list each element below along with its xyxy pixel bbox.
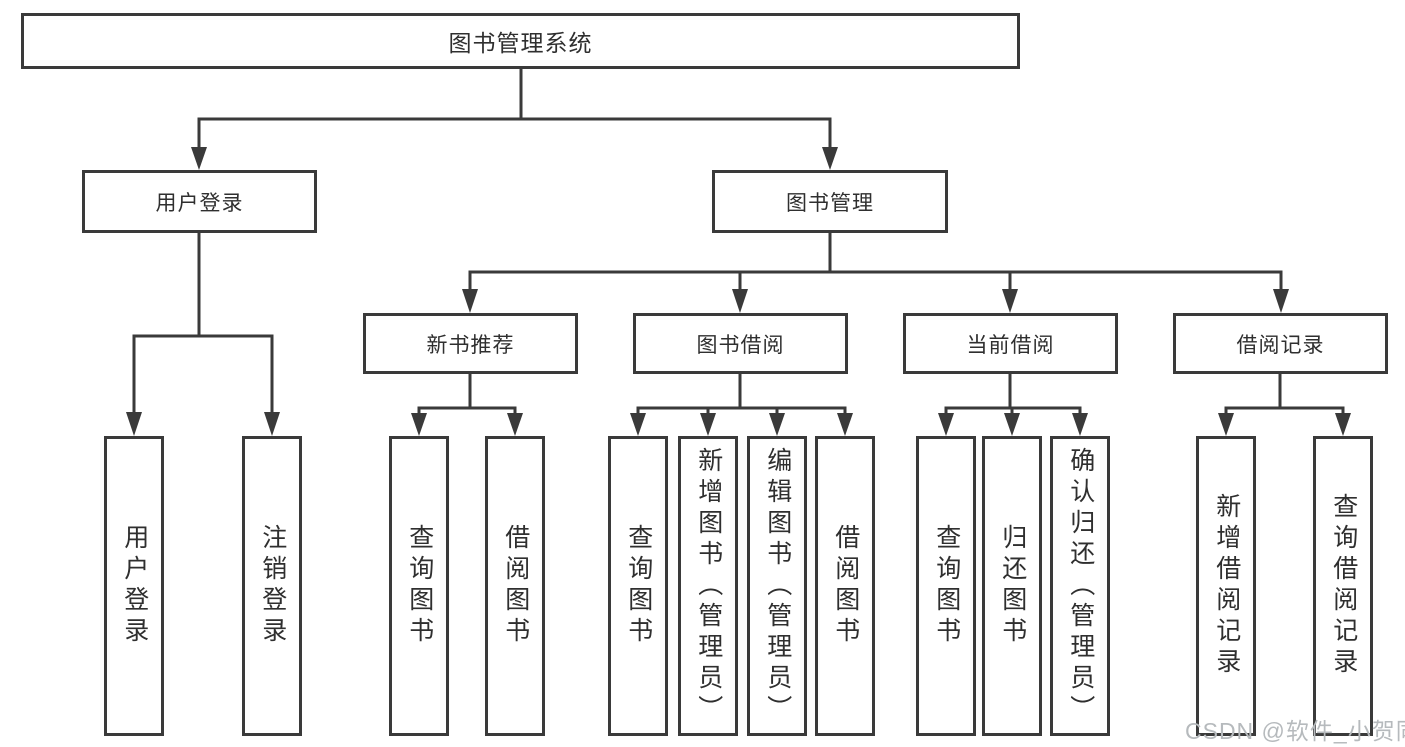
node-leaf-borrowing-query-books-label: 查询图书	[624, 524, 653, 648]
node-leaf-add-books-admin: 新增图书（管理员）	[678, 436, 738, 736]
node-current-borrowing: 当前借阅	[903, 313, 1118, 374]
node-new-book-recommend: 新书推荐	[363, 313, 578, 374]
node-book-management-label: 图书管理	[786, 191, 874, 215]
node-leaf-user-login: 用户登录	[104, 436, 164, 736]
node-leaf-add-borrow-record: 新增借阅记录	[1196, 436, 1256, 736]
node-leaf-logout-label: 注销登录	[258, 524, 287, 648]
node-leaf-query-borrow-record-label: 查询借阅记录	[1329, 493, 1358, 679]
node-leaf-current-query-books: 查询图书	[916, 436, 976, 736]
node-leaf-logout: 注销登录	[242, 436, 302, 736]
node-leaf-borrowing-query-books: 查询图书	[608, 436, 668, 736]
node-leaf-query-borrow-record: 查询借阅记录	[1313, 436, 1373, 736]
node-leaf-return-books-label: 归还图书	[998, 524, 1027, 648]
node-leaf-recommend-query-books: 查询图书	[389, 436, 449, 736]
node-leaf-confirm-return-admin-label: 确认归还（管理员）	[1066, 446, 1095, 726]
node-library-system-label: 图书管理系统	[448, 30, 593, 56]
node-leaf-edit-books-admin: 编辑图书（管理员）	[747, 436, 807, 736]
node-leaf-borrowing-borrow-books: 借阅图书	[815, 436, 875, 736]
node-library-system: 图书管理系统	[21, 13, 1020, 69]
node-book-management: 图书管理	[712, 170, 948, 233]
node-current-borrowing-label: 当前借阅	[966, 333, 1055, 357]
node-borrow-records-label: 借阅记录	[1236, 333, 1325, 357]
node-leaf-recommend-borrow-books-label: 借阅图书	[501, 524, 530, 648]
node-leaf-add-borrow-record-label: 新增借阅记录	[1212, 493, 1241, 679]
node-leaf-recommend-query-books-label: 查询图书	[405, 524, 434, 648]
node-book-borrowing: 图书借阅	[633, 313, 848, 374]
node-user-login-label: 用户登录	[155, 191, 244, 215]
node-borrow-records: 借阅记录	[1173, 313, 1388, 374]
node-leaf-user-login-label: 用户登录	[120, 524, 149, 648]
node-leaf-confirm-return-admin: 确认归还（管理员）	[1050, 436, 1110, 736]
node-leaf-recommend-borrow-books: 借阅图书	[485, 436, 545, 736]
node-book-borrowing-label: 图书借阅	[696, 333, 785, 357]
node-new-book-recommend-label: 新书推荐	[426, 333, 515, 357]
node-leaf-return-books: 归还图书	[982, 436, 1042, 736]
node-leaf-borrowing-borrow-books-label: 借阅图书	[831, 524, 860, 648]
csdn-watermark: CSDN @软件_小贺同学	[1185, 718, 1405, 744]
node-user-login: 用户登录	[82, 170, 317, 233]
node-leaf-edit-books-admin-label: 编辑图书（管理员）	[763, 446, 792, 726]
node-leaf-current-query-books-label: 查询图书	[932, 524, 961, 648]
node-leaf-add-books-admin-label: 新增图书（管理员）	[694, 446, 723, 726]
